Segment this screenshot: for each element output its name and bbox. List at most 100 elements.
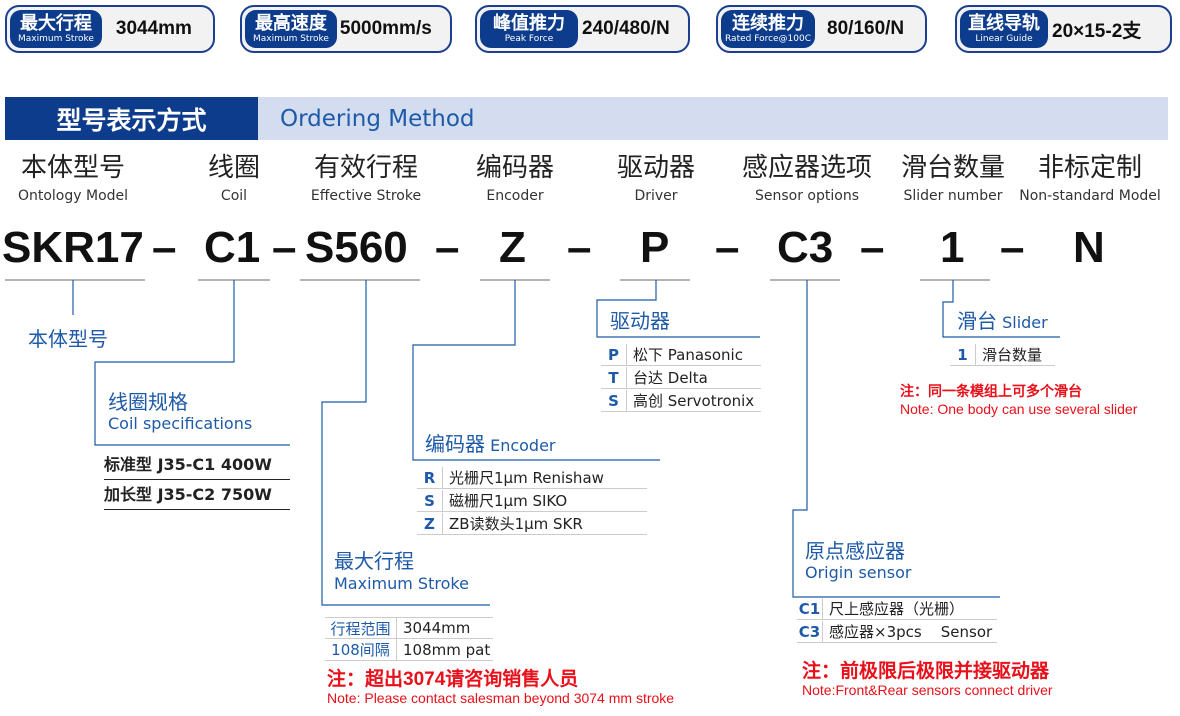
column-cn: 非标定制 (1037, 153, 1143, 183)
coil-label-en: Coil specifications (108, 414, 253, 433)
badge-cn: 连续推力 (732, 12, 805, 34)
driver-label: 驱动器 (610, 309, 670, 333)
coil-option: 加长型 J35-C2 750W (104, 481, 290, 510)
code-dash: – (272, 223, 297, 272)
column-en: Effective Stroke (310, 188, 422, 204)
row-value: 滑台数量 (982, 346, 1043, 364)
column-cn: 滑台数量 (900, 153, 1006, 183)
sensor-note-cn: 注：前极限后极限并接驱动器 (802, 661, 1050, 682)
row-key: C3 (797, 621, 823, 642)
row-key: 1 (950, 344, 976, 365)
badge-value: 5000mm/s (339, 18, 432, 39)
encoder-label-en: Encoder (490, 436, 556, 455)
row-key: S (417, 490, 443, 511)
column-header: 感应器选项 Sensor options (742, 150, 872, 206)
badge-en: Linear Guide (975, 33, 1033, 44)
column-en: Ontology Model (17, 188, 129, 204)
encoder-label-cn: 编码器 (425, 432, 485, 456)
column-en: Slider number (903, 188, 1003, 204)
column-header: 非标定制 Non-standard Model (1019, 150, 1161, 206)
code-custom: N (1073, 223, 1105, 272)
row-value: 台达 Delta (633, 369, 708, 387)
sensor-row: C1 尺上感应器（光栅） (797, 598, 997, 620)
row-value: 松下 Panasonic (633, 346, 743, 364)
badge-cn: 直线导轨 (968, 12, 1040, 34)
row-key: 行程范围 (325, 618, 397, 638)
slider-note-cn: 注：同一条模组上可多个滑台 (900, 383, 1082, 399)
slider-note-en: Note: One body can use several slider (900, 401, 1138, 417)
badge-value: 3044mm (115, 18, 192, 39)
code-stroke: S560 (305, 223, 408, 272)
encoder-row: S 磁栅尺1μm SIKO (417, 490, 647, 512)
badge-cn: 最高速度 (254, 12, 327, 34)
column-cn: 本体型号 (20, 153, 125, 183)
stroke-row: 108间隔 108mm pat (325, 639, 493, 661)
code-dash: – (435, 223, 460, 272)
row-value: 感应器×3pcs Sensor (829, 623, 993, 641)
column-cn: 有效行程 (313, 153, 419, 183)
model-label: 本体型号 (28, 327, 108, 351)
slider-row: 1 滑台数量 (950, 344, 1055, 366)
row-key: 108间隔 (325, 639, 397, 660)
sensor-label-cn: 原点感应器 (805, 539, 905, 563)
section-title-en: Ordering Method (258, 97, 1168, 140)
stroke-label-en: Maximum Stroke (334, 574, 469, 593)
badge-en: Maximum Stroke (18, 33, 94, 44)
row-value: 108mm pat (403, 640, 491, 659)
badge-en: Rated Force@100C (725, 33, 812, 44)
coil-option: 标准型 J35-C1 400W (104, 451, 290, 480)
row-key: S (601, 390, 627, 411)
column-en: Coil (220, 188, 248, 204)
badge-value: 240/480/N (582, 18, 670, 39)
slider-label-en: Slider (1002, 313, 1048, 332)
column-en: Sensor options (754, 188, 860, 204)
sensor-note-en: Note:Front&Rear sensors connect driver (802, 682, 1053, 698)
row-value: 尺上感应器（光栅） (829, 600, 965, 618)
column-en: Non-standard Model (1019, 188, 1161, 204)
row-key: T (601, 367, 627, 388)
code-dash: – (1000, 223, 1025, 272)
column-cn: 感应器选项 (741, 153, 873, 183)
badge-cn: 最大行程 (19, 12, 92, 34)
code-encoder: Z (499, 223, 526, 272)
column-header: 滑台数量 Slider number (901, 150, 1005, 206)
column-header: 本体型号 Ontology Model (18, 150, 128, 206)
stroke-note-en: Note: Please contact salesman beyond 307… (327, 690, 675, 706)
badge-en: Maximum Stroke (253, 33, 329, 44)
stroke-row: 行程范围 3044mm (325, 617, 493, 639)
row-value: 磁栅尺1μm SIKO (449, 492, 568, 510)
stroke-label-cn: 最大行程 (334, 549, 414, 573)
section-title-cn: 型号表示方式 (5, 97, 258, 140)
code-model: SKR17 (2, 223, 144, 272)
code-dash: – (567, 223, 592, 272)
encoder-label: 编码器 Encoder (425, 428, 556, 457)
badge-value: 20×15-2支 (1052, 20, 1142, 42)
row-key: C1 (797, 598, 823, 619)
sensor-label-en: Origin sensor (805, 563, 912, 582)
row-key: R (417, 467, 443, 488)
column-cn: 驱动器 (616, 153, 696, 183)
column-cn: 编码器 (475, 153, 555, 183)
slider-label-cn: 滑台 (957, 309, 997, 333)
code-dash: – (152, 223, 177, 272)
row-value: 3044mm (403, 619, 471, 637)
code-dash: – (715, 223, 740, 272)
code-driver: P (640, 223, 670, 272)
coil-label-cn: 线圈规格 (108, 390, 188, 414)
